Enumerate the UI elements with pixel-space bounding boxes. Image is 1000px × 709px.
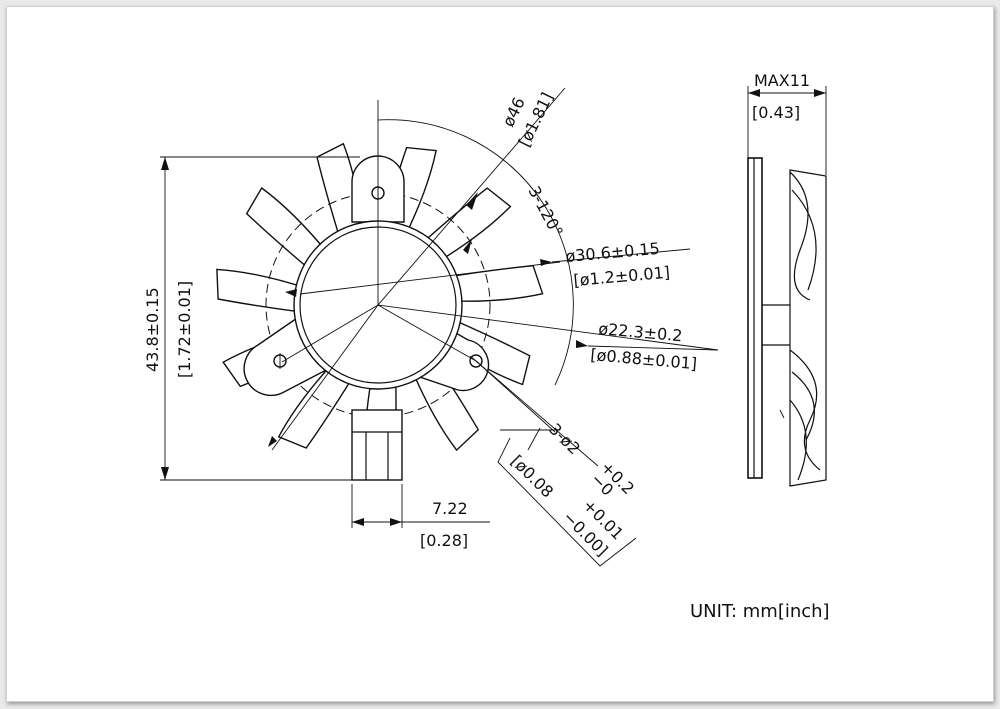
label-hub-outer-inch: [ø1.2±0.01]	[573, 263, 671, 290]
unit-note: UNIT: mm[inch]	[690, 601, 830, 622]
label-hub-inner: ø22.3±0.2	[598, 319, 684, 345]
fan-blade	[416, 187, 512, 265]
fan-blade	[216, 268, 311, 314]
hole-bracket	[497, 427, 637, 567]
side-view	[747, 86, 827, 487]
label-side-thickness-inch: [0.43]	[752, 103, 800, 122]
connector-tab	[351, 409, 403, 481]
height-dimension	[160, 156, 360, 481]
label-tab-width-inch: [0.28]	[420, 531, 468, 550]
label-angle: 3-120°	[524, 183, 566, 240]
label-height: 43.8±0.15	[143, 287, 162, 372]
label-overall-diameter-inch: [ø1.81]	[515, 89, 557, 149]
fan-blade	[245, 186, 331, 276]
label-hub-outer: ø30.6±0.15	[565, 239, 661, 266]
center-lines	[271, 87, 719, 467]
fan-blade	[277, 359, 358, 449]
label-side-thickness: MAX11	[754, 71, 810, 90]
label-tab-width: 7.22	[432, 499, 468, 518]
dimension-arrows	[268, 192, 588, 447]
tab-width-dimension	[351, 484, 490, 528]
label-hole-inch-main: [ø0.08	[507, 451, 557, 501]
label-height-inch: [1.72±0.01]	[175, 281, 194, 378]
